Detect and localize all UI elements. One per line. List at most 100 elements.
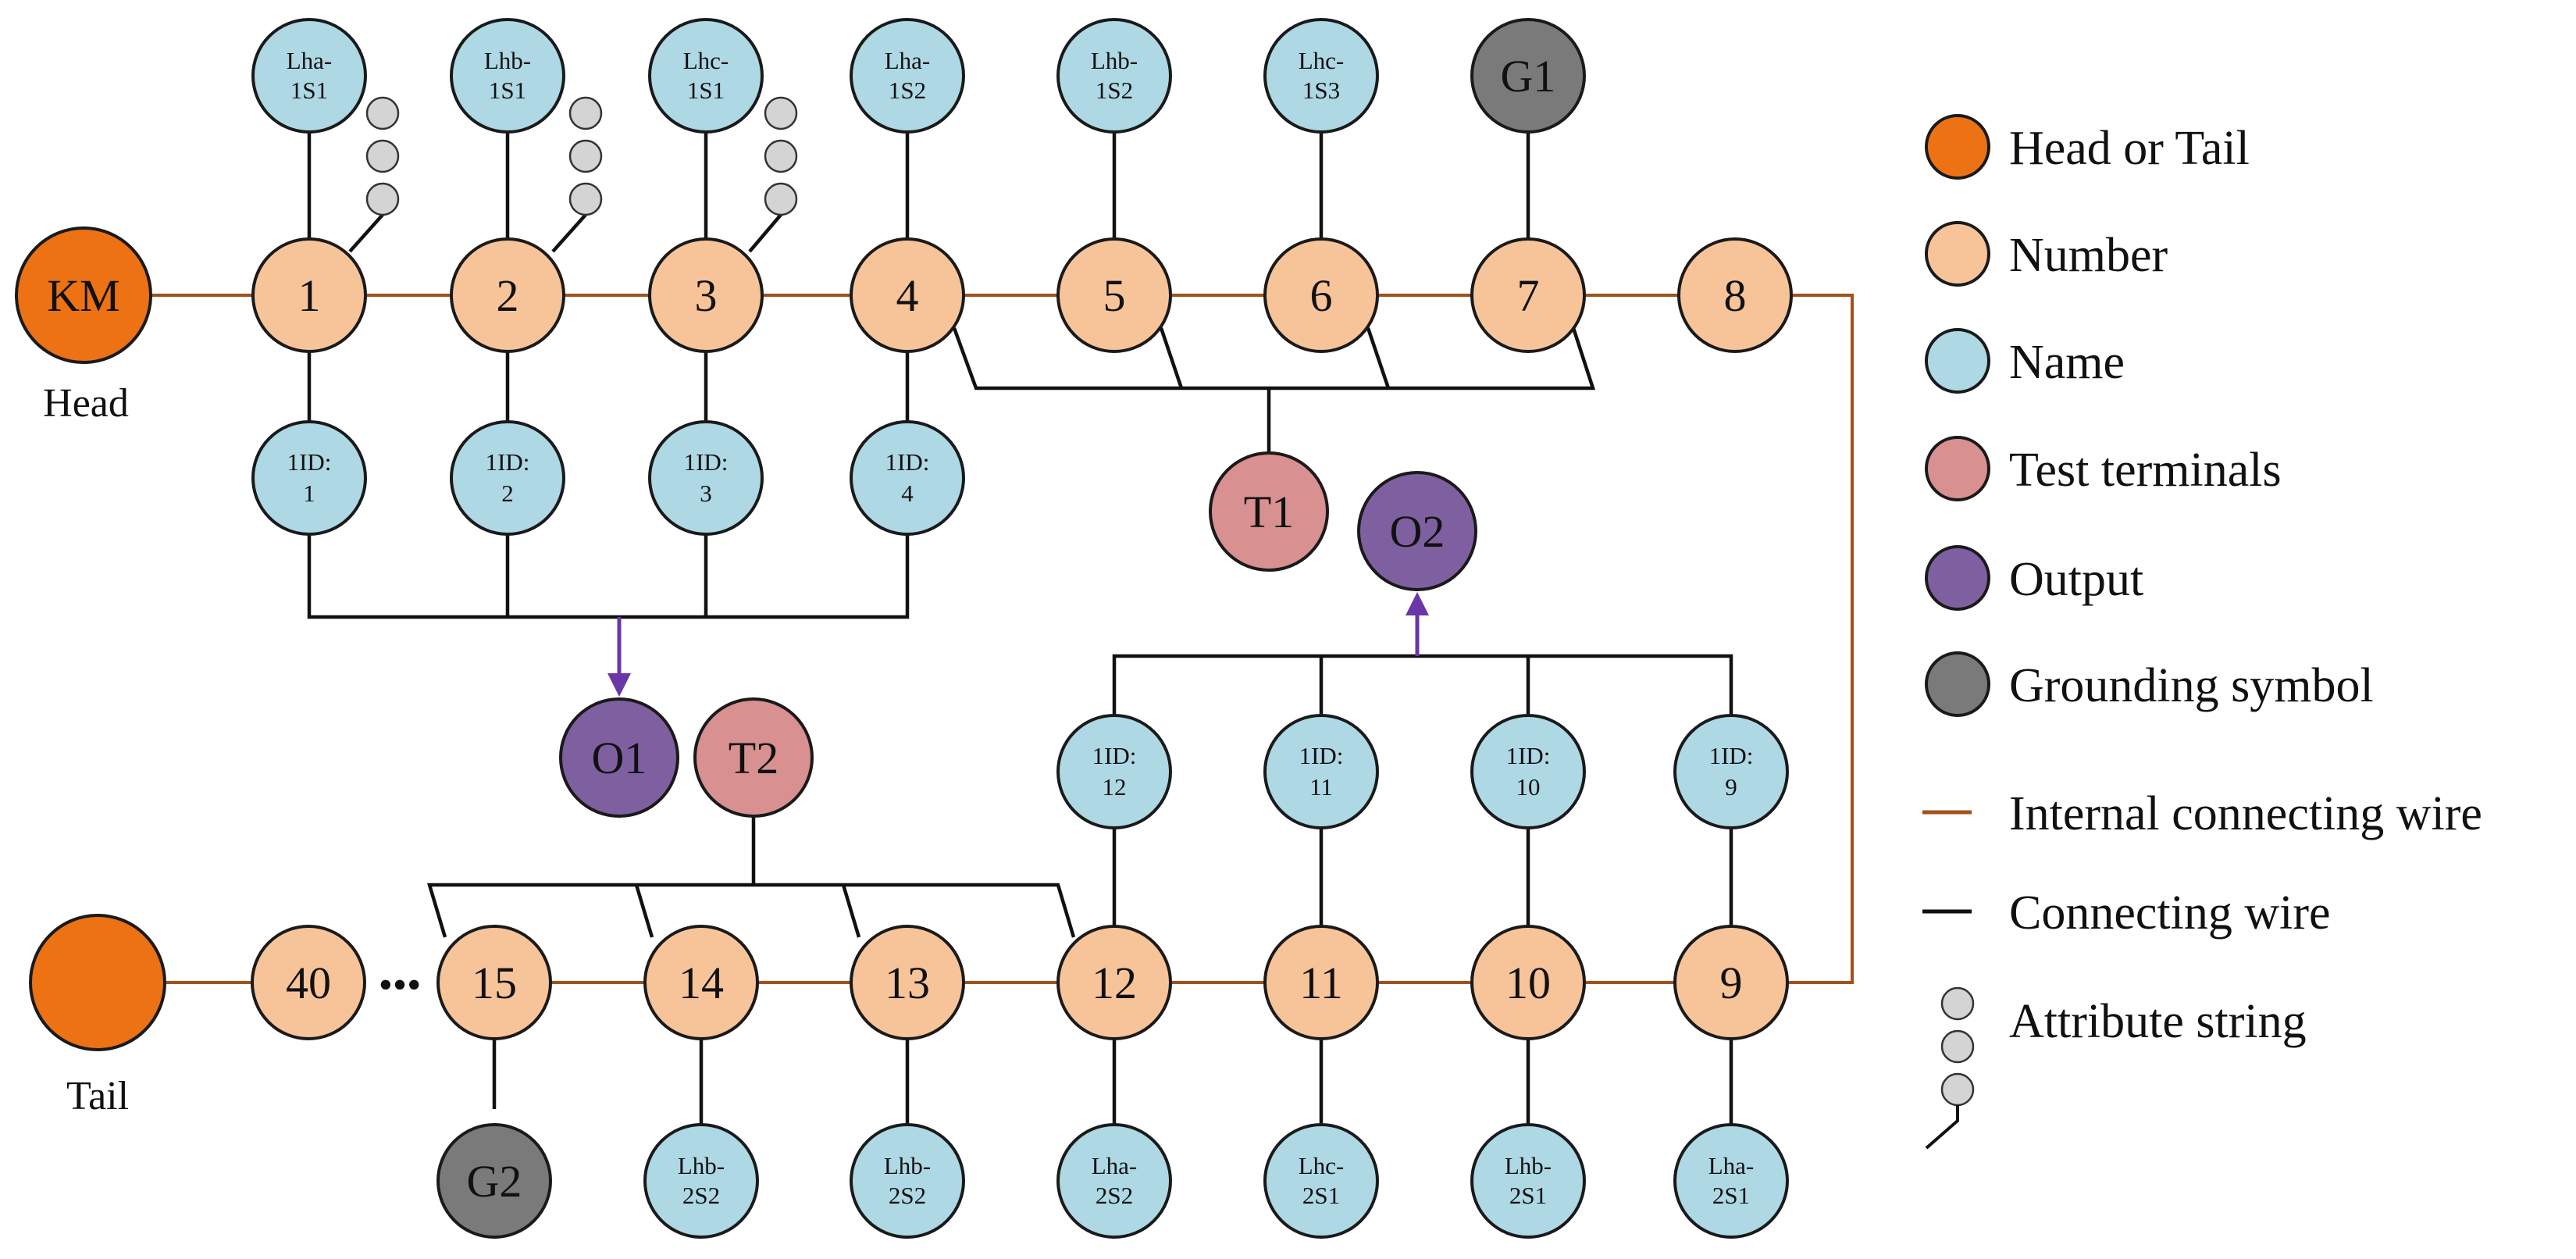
attr-bead (365, 182, 400, 216)
svg-text:7: 7 (1517, 270, 1540, 321)
svg-text:1ID:: 1ID: (1506, 742, 1551, 769)
svg-text:3: 3 (700, 480, 712, 507)
svg-text:1ID:: 1ID: (1092, 742, 1137, 769)
output-arrows (607, 592, 1429, 697)
legend-swatch-test (1925, 436, 1990, 501)
legend-swatch-name (1925, 328, 1990, 394)
svg-text:13: 13 (885, 958, 930, 1008)
name-node-lha-2s1: Lha- 2S1 (1673, 1123, 1789, 1239)
svg-text:1ID:: 1ID: (1299, 742, 1344, 769)
svg-text:1S1: 1S1 (489, 77, 526, 104)
svg-text:4: 4 (896, 270, 919, 321)
legend-swatch-head-tail (1925, 114, 1990, 180)
name-node-lhc-1s3: Lhc- 1S3 (1263, 18, 1379, 134)
svg-text:1: 1 (303, 480, 315, 507)
legend-label-test: Test terminals (2009, 444, 2282, 497)
name-node-lha-1s1: Lha-1S1 (251, 18, 367, 134)
svg-text:Lhc-: Lhc- (1299, 1152, 1345, 1179)
svg-text:12: 12 (1092, 958, 1137, 1008)
attr-bead (568, 182, 603, 216)
svg-text:2S2: 2S2 (682, 1182, 720, 1209)
svg-text:4: 4 (901, 480, 914, 507)
attr-bead (365, 139, 400, 173)
svg-text:1S3: 1S3 (1302, 77, 1340, 104)
attr-bead (764, 139, 798, 173)
svg-text:2S1: 2S1 (1509, 1182, 1547, 1209)
attr-bead (568, 96, 603, 130)
svg-text:Lhb-: Lhb- (484, 47, 531, 74)
legend-label-output: Output (2009, 553, 2143, 606)
number-node-12: 12 (1056, 925, 1172, 1040)
arrow-up-o2 (1406, 592, 1429, 615)
svg-text:1S2: 1S2 (889, 77, 926, 104)
legend-label-number: Number (2009, 229, 2168, 282)
name-node-lhb-2s2-b: Lhb-2S2 (850, 1123, 965, 1239)
attribute-strings (365, 96, 798, 216)
svg-text:Lha-: Lha- (1708, 1152, 1755, 1179)
legend-swatch-ground (1925, 651, 1990, 717)
svg-text:3: 3 (695, 270, 718, 321)
svg-text:2: 2 (497, 270, 519, 321)
id-node-1: 1ID:1 (251, 420, 367, 536)
legend: Head or Tail Number Name Test terminals … (1922, 114, 2482, 1150)
legend-swatch-attribute-string (1925, 986, 1975, 1150)
svg-text:Lhc-: Lhc- (683, 47, 729, 74)
svg-text:1S2: 1S2 (1096, 77, 1133, 104)
number-node-4: 4 (850, 237, 965, 353)
legend-swatch-number (1925, 221, 1990, 287)
id-node-12: 1ID:12 (1056, 714, 1172, 829)
svg-text:8: 8 (1724, 270, 1747, 321)
svg-text:Lhc-: Lhc- (1299, 47, 1345, 74)
svg-text:1S1: 1S1 (687, 77, 725, 104)
legend-label-ground: Grounding symbol (2009, 659, 2374, 712)
svg-text:Lha-: Lha- (1092, 1152, 1138, 1179)
name-node-lha-2s2: Lha-2S2 (1056, 1123, 1172, 1239)
svg-text:1ID:: 1ID: (684, 448, 729, 476)
svg-text:9: 9 (1725, 773, 1737, 801)
attr-bead (764, 96, 798, 130)
legend-label-attribute-string: Attribute string (2009, 995, 2307, 1048)
attr-bead (764, 182, 798, 216)
output-node-o2: O2 (1357, 471, 1477, 591)
grounding-node-g2: G2 (436, 1123, 552, 1239)
svg-text:10: 10 (1516, 773, 1541, 801)
svg-text:G1: G1 (1501, 51, 1556, 102)
id-node-9: 1ID: 9 (1673, 714, 1789, 829)
number-node-9: 9 (1673, 925, 1789, 1040)
svg-text:Lhb-: Lhb- (884, 1152, 931, 1179)
svg-text:Head: Head (43, 381, 129, 426)
svg-text:Lha-: Lha- (287, 47, 333, 74)
head-label: Head (43, 381, 129, 426)
internal-wires (148, 294, 1854, 984)
number-node-13: 13 (850, 925, 965, 1040)
id-node-10: 1ID: 10 (1470, 714, 1586, 829)
number-node-14: 14 (643, 925, 759, 1040)
connecting-wires (307, 117, 1733, 1125)
number-node-11: 11 (1263, 925, 1379, 1040)
svg-text:10: 10 (1505, 958, 1551, 1008)
name-node-lhb-1s1: Lhb- 1S1 (450, 18, 565, 134)
number-node-6: 6 (1263, 237, 1379, 353)
svg-text:G2: G2 (467, 1156, 522, 1207)
svg-text:11: 11 (1299, 958, 1343, 1008)
id-node-2: 1ID: 2 (450, 420, 565, 536)
id-node-11: 1ID: 11 (1263, 714, 1379, 829)
svg-text:Lhb-: Lhb- (678, 1152, 725, 1179)
svg-text:O1: O1 (592, 733, 647, 783)
svg-text:2S1: 2S1 (1712, 1182, 1750, 1209)
svg-text:Lhb-: Lhb- (1505, 1152, 1552, 1179)
name-node-lha-1s2: Lha-1S2 (850, 18, 965, 134)
svg-text:2: 2 (501, 480, 514, 507)
id-node-3: 1ID: 3 (648, 420, 764, 536)
svg-text:6: 6 (1310, 270, 1333, 321)
svg-text:O2: O2 (1390, 506, 1445, 557)
number-node-8: 8 (1677, 237, 1793, 353)
svg-text:5: 5 (1103, 270, 1126, 321)
svg-text:1ID:: 1ID: (486, 448, 530, 476)
legend-label-name: Name (2009, 336, 2125, 389)
svg-text:1ID:: 1ID: (1709, 742, 1754, 769)
svg-text:T1: T1 (1244, 487, 1294, 537)
name-node-lhc-2s1: Lhc-2S1 (1263, 1123, 1379, 1239)
svg-text:11: 11 (1309, 773, 1333, 801)
number-node-3: 3 (648, 237, 764, 353)
